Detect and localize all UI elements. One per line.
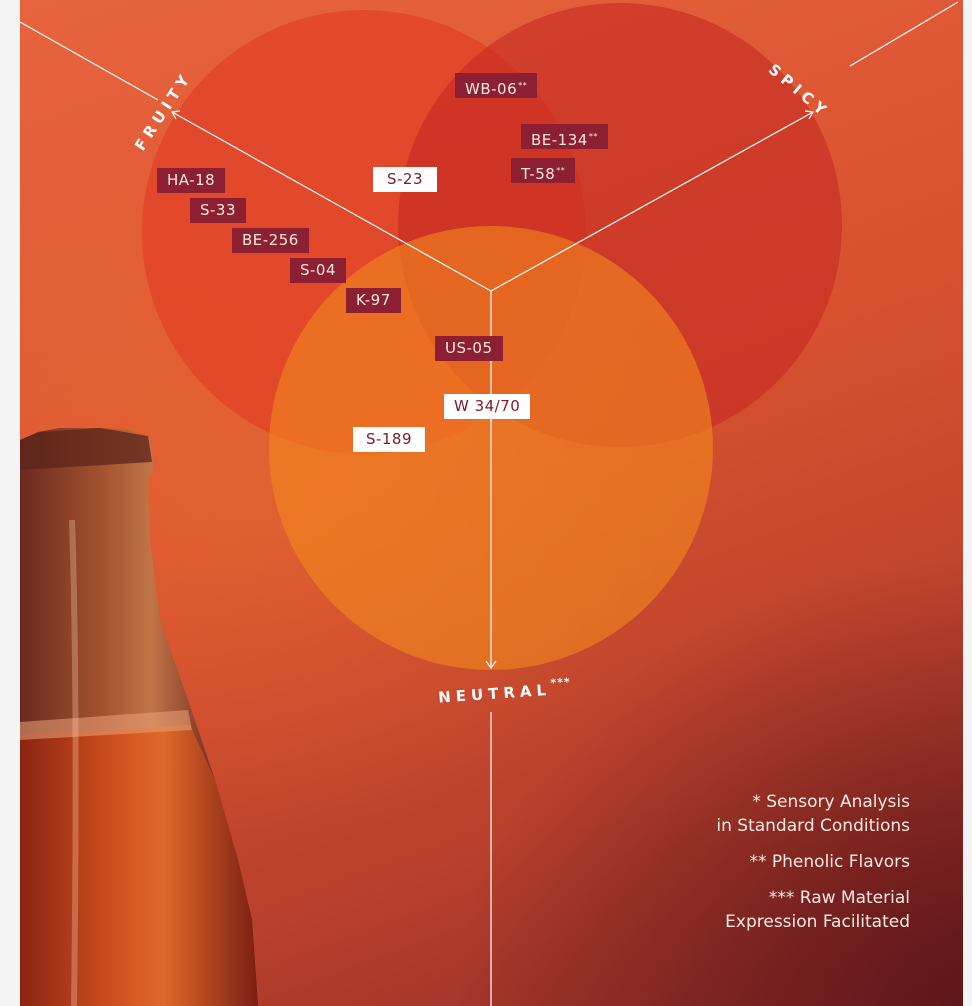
strain-mark: ** xyxy=(588,132,598,141)
strain-tag-be-256: BE-256 xyxy=(232,228,309,253)
footnote-raw-material: *** Raw Material Expression Facilitated xyxy=(716,886,910,934)
strain-label: S-04 xyxy=(300,261,337,279)
strain-label: US-05 xyxy=(445,339,493,357)
strain-tag-us-05: US-05 xyxy=(435,336,503,361)
strain-tag-s-23: S-23 xyxy=(373,167,437,192)
spicy-arrowhead xyxy=(804,110,814,120)
neutral-label-mark: *** xyxy=(550,675,572,690)
footnote-sensory: * Sensory Analysis in Standard Condition… xyxy=(716,790,910,838)
footnote-phenolic: ** Phenolic Flavors xyxy=(716,850,911,874)
fruity-arrowhead xyxy=(171,110,181,120)
neutral-arrowhead xyxy=(485,660,497,670)
strain-tag-ha-18: HA-18 xyxy=(157,168,226,193)
strain-label: WB-06 xyxy=(465,80,518,98)
spicy-axis-inner xyxy=(490,111,814,292)
left-margin xyxy=(0,0,20,1006)
spicy-axis-outer xyxy=(849,1,959,67)
strain-tag-s-04: S-04 xyxy=(290,258,347,283)
strain-label: S-33 xyxy=(200,201,237,219)
strain-mark: ** xyxy=(556,166,566,175)
strain-tag-wb-06: WB-06** xyxy=(455,73,538,98)
strain-label: BE-256 xyxy=(242,231,299,249)
footnote-line: ** Phenolic Flavors xyxy=(749,852,911,872)
strain-tag-s-33: S-33 xyxy=(190,198,247,223)
strain-label: BE-134 xyxy=(531,131,588,149)
strain-tag-t-58: T-58** xyxy=(511,158,576,183)
footnote-line: Expression Facilitated xyxy=(725,912,910,932)
beer-bottle-image xyxy=(20,428,258,1006)
footnotes: * Sensory Analysis in Standard Condition… xyxy=(716,790,910,946)
footnote-line: in Standard Conditions xyxy=(716,816,910,836)
strain-label: HA-18 xyxy=(167,171,216,189)
footnote-line: * Sensory Analysis xyxy=(752,792,910,812)
strain-tag-be-134: BE-134** xyxy=(521,124,608,149)
fruity-axis-outer xyxy=(19,21,159,101)
strain-label: T-58 xyxy=(521,165,556,183)
footnote-line: *** Raw Material xyxy=(768,888,910,908)
strain-mark: ** xyxy=(518,81,528,90)
strain-label: W 34/70 xyxy=(454,397,521,415)
strain-tag-k-97: K-97 xyxy=(346,288,401,313)
fruity-axis-inner xyxy=(171,111,492,292)
right-margin xyxy=(963,0,972,1006)
strain-tag-w-34-70: W 34/70 xyxy=(444,394,531,419)
strain-tag-s-189: S-189 xyxy=(353,427,425,452)
strain-label: K-97 xyxy=(356,291,391,309)
strain-label: S-189 xyxy=(365,430,413,448)
strain-label: S-23 xyxy=(386,170,424,188)
